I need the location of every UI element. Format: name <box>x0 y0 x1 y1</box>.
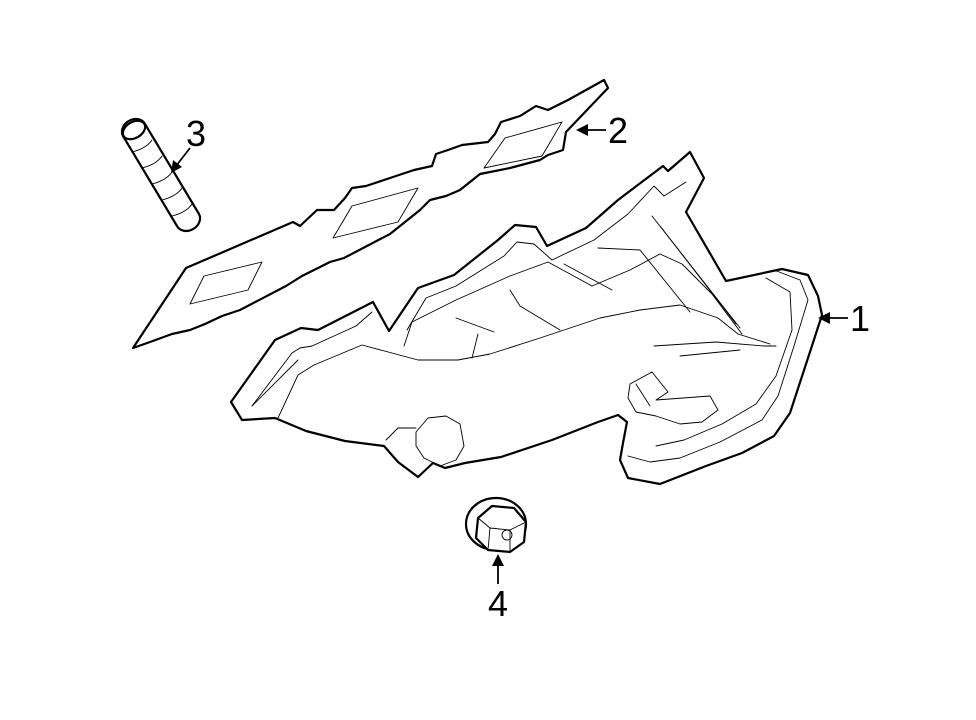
callout-leaders <box>171 124 848 584</box>
heat-shield-lower-pocket <box>627 371 719 425</box>
nut-bore <box>501 529 513 541</box>
heat-shield-boss <box>415 415 465 467</box>
stud-top-end <box>121 119 147 141</box>
arrowhead-1 <box>818 312 830 324</box>
heat-shield-rib-4 <box>563 263 613 291</box>
heat-shield-part <box>229 150 824 486</box>
heat-shield-inner-contour <box>251 311 373 407</box>
heat-shield-rib-5 <box>509 289 561 331</box>
heat-shield-right-flange-2 <box>655 277 793 447</box>
gasket-port-1 <box>189 261 263 305</box>
stud-thread-5 <box>171 203 193 217</box>
stud-thread-4 <box>161 187 183 201</box>
arrowhead-3 <box>171 160 182 173</box>
stud-thread-2 <box>141 155 163 169</box>
nut-hex-top <box>477 517 527 531</box>
heat-shield-mid-rib-2 <box>679 349 741 357</box>
callout-label-3: 3 <box>186 113 206 154</box>
heat-shield-rib-7 <box>471 333 479 359</box>
callout-label-4: 4 <box>488 583 508 624</box>
stud-thread-3 <box>151 171 173 185</box>
heat-shield-outline <box>229 150 824 486</box>
stud-thread-1 <box>131 139 153 153</box>
leader-3 <box>175 147 191 167</box>
gasket-outline <box>131 78 610 350</box>
callout-label-2: 2 <box>608 110 628 151</box>
heat-shield-inner-contour-2 <box>406 181 687 331</box>
heat-shield-lower-rib <box>635 383 651 407</box>
heat-shield-rib-2 <box>659 225 737 325</box>
stud-part <box>120 117 202 233</box>
nut-part <box>464 496 528 554</box>
heat-shield-rib-3 <box>597 247 691 313</box>
callout-labels: 1 2 3 4 <box>186 110 870 624</box>
heat-shield-inner-contour-4 <box>403 253 743 347</box>
heat-shield-mid-rib <box>653 341 777 347</box>
gasket-port-2 <box>332 187 419 239</box>
stud-body <box>120 117 202 233</box>
callout-label-1: 1 <box>850 298 870 339</box>
gasket-port-3 <box>483 121 563 169</box>
arrowhead-4 <box>492 554 504 566</box>
heat-shield-inner-contour-3 <box>277 304 771 419</box>
nut-hex-edge-1 <box>487 527 491 551</box>
heat-shield-rib-8 <box>251 359 299 407</box>
gasket-part <box>131 78 610 350</box>
heat-shield-boss-flange <box>385 427 417 441</box>
arrowhead-2 <box>576 124 588 136</box>
heat-shield-right-flange <box>627 269 809 463</box>
heat-shield-rib-6 <box>455 317 495 333</box>
